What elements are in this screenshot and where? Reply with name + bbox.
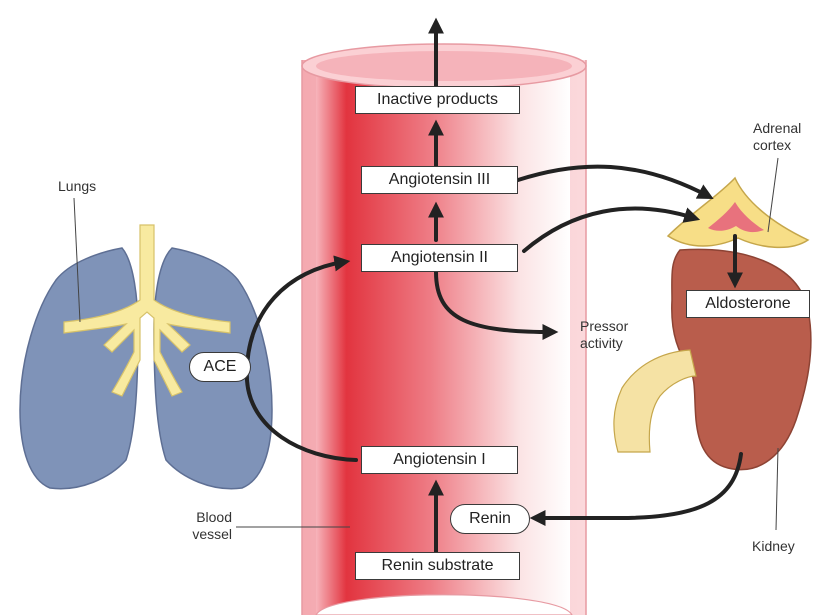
pressor-activity-label-line-2: activity — [580, 335, 628, 352]
renin-pill: Renin — [450, 504, 530, 534]
angiotensin-i-box: Angiotensin I — [361, 446, 518, 474]
angiotensin-ii-box: Angiotensin II — [361, 244, 518, 272]
ace-pill: ACE — [189, 352, 251, 382]
renin-substrate-box: Renin substrate — [355, 552, 520, 580]
kidney-label: Kidney — [752, 538, 795, 555]
pressor-activity-label: Pressor activity — [580, 318, 628, 352]
blood-vessel — [302, 44, 586, 615]
blood-vessel-label-line-1: Blood — [176, 509, 232, 526]
blood-vessel-label: Blood vessel — [176, 509, 232, 543]
adrenal-cortex-label: Adrenal cortex — [753, 120, 801, 154]
angiotensin-iii-box: Angiotensin III — [361, 166, 518, 194]
lungs-label: Lungs — [58, 178, 96, 195]
adrenal-cortex-label-line-1: Adrenal — [753, 120, 801, 137]
blood-vessel-label-line-2: vessel — [176, 526, 232, 543]
adrenal-cortex-label-line-2: cortex — [753, 137, 801, 154]
lungs-illustration — [20, 198, 272, 489]
pressor-activity-label-line-1: Pressor — [580, 318, 628, 335]
aldosterone-box: Aldosterone — [686, 290, 810, 318]
inactive-products-box: Inactive products — [355, 86, 520, 114]
